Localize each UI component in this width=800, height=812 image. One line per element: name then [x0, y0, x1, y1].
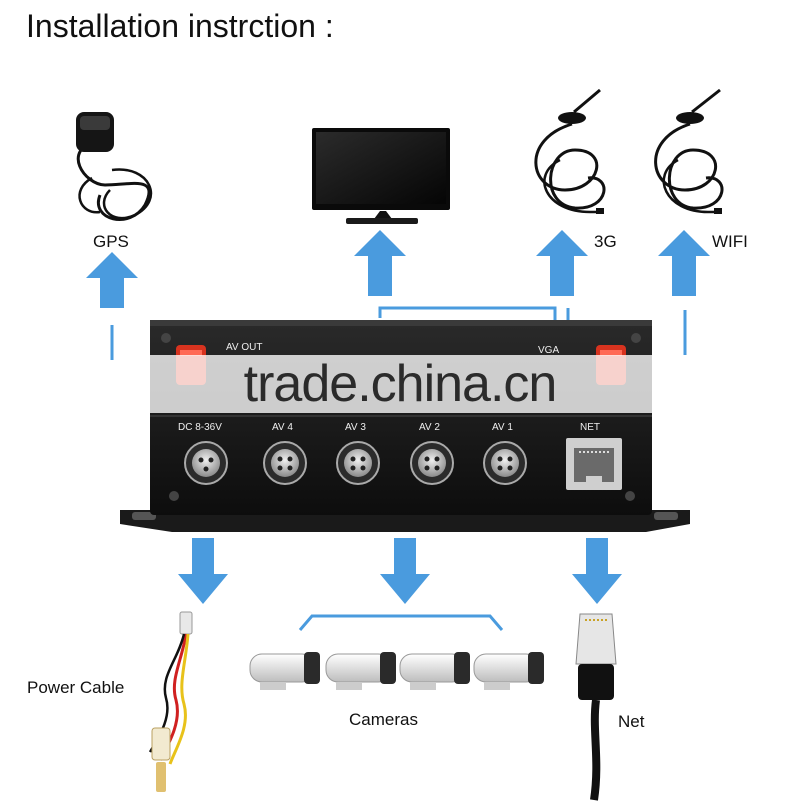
- label-net: Net: [618, 712, 645, 731]
- network-cable-icon: [575, 613, 617, 801]
- monitor-icon: [312, 128, 450, 224]
- label-av-out: AV OUT: [226, 342, 263, 353]
- down-arrow-cameras: [380, 538, 430, 604]
- net-port: [566, 438, 622, 490]
- label-av2: AV 2: [419, 422, 440, 433]
- label-av3: AV 3: [345, 422, 366, 433]
- watermark: trade.china.cn: [120, 355, 680, 413]
- down-arrow-net: [572, 538, 622, 604]
- gps-antenna-icon: [76, 112, 153, 221]
- label-cameras: Cameras: [349, 710, 418, 729]
- up-arrow-3g: [536, 230, 588, 296]
- label-net-port: NET: [580, 422, 600, 433]
- page-title: Installation instrction :: [26, 8, 334, 44]
- label-wifi: WIFI: [712, 232, 748, 251]
- power-cable-icon: [148, 611, 193, 792]
- label-vga: VGA: [538, 345, 560, 356]
- down-arrow-power: [178, 538, 228, 604]
- camera-icon-1: [249, 652, 320, 690]
- label-gps: GPS: [93, 232, 129, 251]
- connector-av2: [410, 441, 454, 485]
- wifi-antenna-icon: [654, 88, 724, 214]
- camera-icons: [249, 652, 544, 690]
- connector-av3: [336, 441, 380, 485]
- camera-icon-4: [473, 652, 544, 690]
- 3g-antenna-icon: [534, 88, 606, 214]
- camera-icon-2: [325, 652, 396, 690]
- connector-av1: [483, 441, 527, 485]
- camera-bracket: [298, 614, 504, 631]
- label-av4: AV 4: [272, 422, 293, 433]
- up-arrow-wifi: [658, 230, 710, 296]
- label-av1: AV 1: [492, 422, 513, 433]
- connector-dc: [184, 441, 228, 485]
- up-arrow-monitor: [354, 230, 406, 296]
- label-power-cable: Power Cable: [27, 678, 125, 697]
- camera-icon-3: [399, 652, 470, 690]
- connector-av4: [263, 441, 307, 485]
- label-dc: DC 8-36V: [178, 422, 222, 433]
- up-arrow-gps: [86, 252, 138, 308]
- label-3g: 3G: [594, 232, 617, 251]
